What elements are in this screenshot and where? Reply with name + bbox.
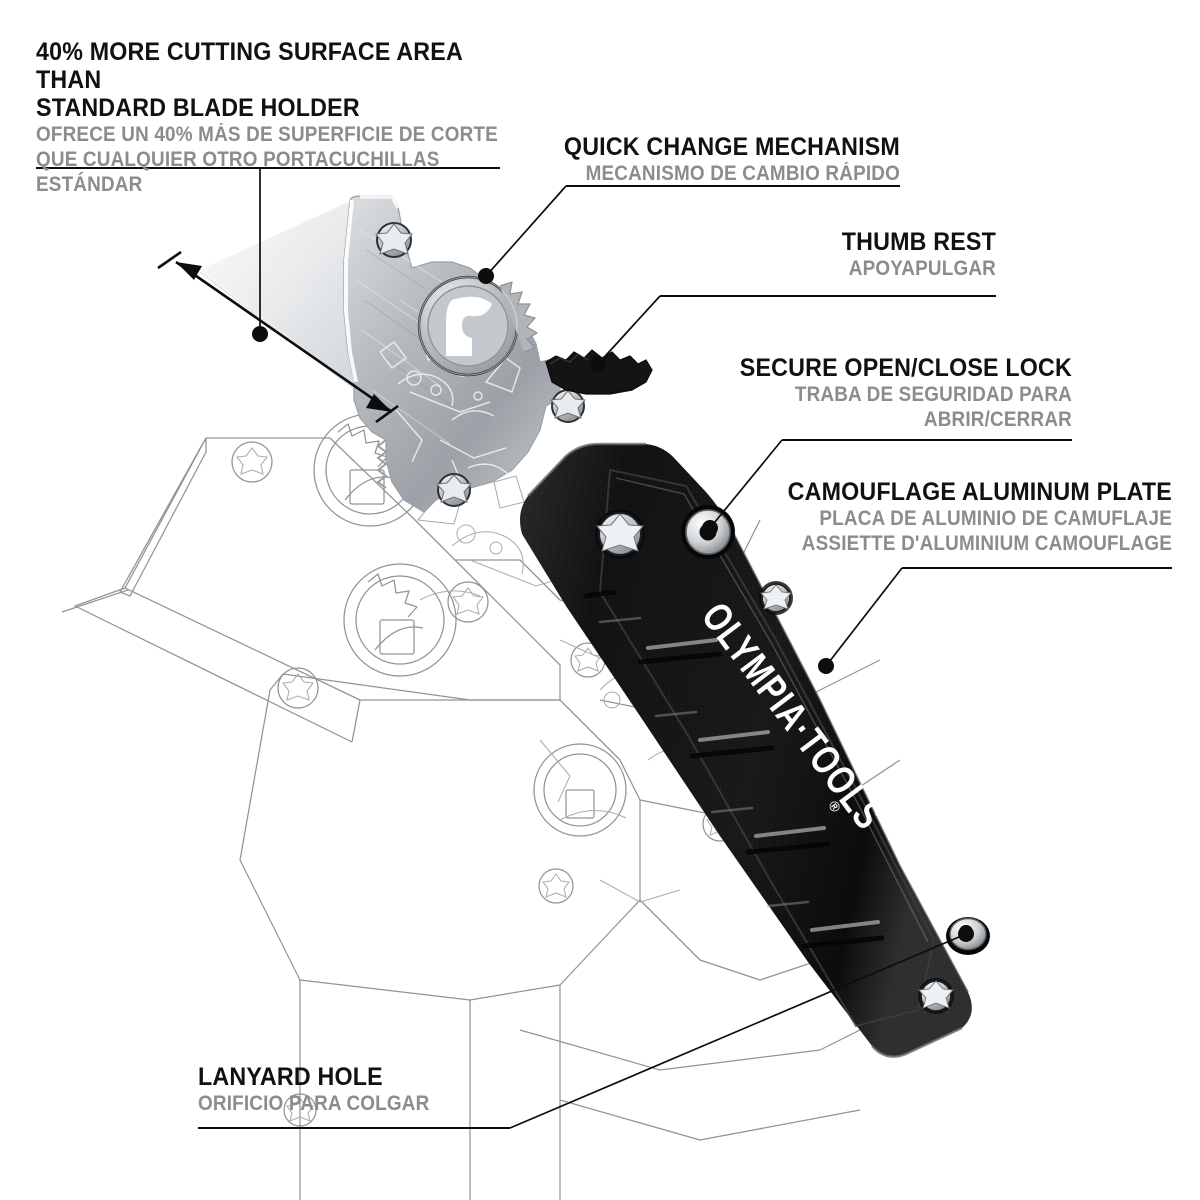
cutting-surface-dimension-arrow [157,250,399,424]
callout-title: LANYARD HOLE [198,1063,383,1091]
callout-thumb-rest: THUMB REST APOYAPULGAR [436,228,996,281]
callout-lanyard-hole: LANYARD HOLE ORIFICIO PARA COLGAR [198,1063,618,1116]
callout-quick-change: QUICK CHANGE MECHANISM MECANISMO DE CAMB… [340,133,900,186]
callout-cutting-surface: 40% MORE CUTTING SURFACE AREA THAN STAND… [36,38,556,197]
torx-screw [435,473,473,507]
callout-secure-lock: SECURE OPEN/CLOSE LOCK TRABA DE SEGURIDA… [512,354,1072,432]
callout-subtitle: PLACA DE ALUMINIO DE CAMUFLAJE ASSIETTE … [801,507,1172,555]
callout-title: 40% MORE CUTTING SURFACE AREA THAN STAND… [36,38,463,122]
torx-screw [918,978,954,1014]
pivot-screw [595,509,645,559]
torx-screw [759,581,793,615]
callout-title: QUICK CHANGE MECHANISM [563,133,900,161]
thumb-rest [545,349,653,395]
callout-subtitle: APOYAPULGAR [848,257,996,280]
callout-camouflage-plate: CAMOUFLAGE ALUMINUM PLATE PLACA DE ALUMI… [552,478,1172,556]
callout-title: SECURE OPEN/CLOSE LOCK [739,354,1072,382]
callout-title: THUMB REST [841,228,996,256]
callout-subtitle: TRABA DE SEGURIDAD PARA ABRIR/CERRAR [794,383,1072,431]
callout-subtitle: OFRECE UN 40% MÁS DE SUPERFICIE DE CORTE… [36,123,498,196]
callout-title: CAMOUFLAGE ALUMINUM PLATE [787,478,1172,506]
quick-change-dial[interactable] [417,275,539,377]
torx-screw [375,222,413,258]
leader-lines [36,167,1172,1129]
callout-subtitle: ORIFICIO PARA COLGAR [198,1092,430,1115]
knife-handle: OLYMPIA·TOOLS ® [520,442,990,1058]
aluminum-blade-holder [343,195,587,513]
callout-subtitle: MECANISMO DE CAMBIO RÁPIDO [585,162,900,185]
